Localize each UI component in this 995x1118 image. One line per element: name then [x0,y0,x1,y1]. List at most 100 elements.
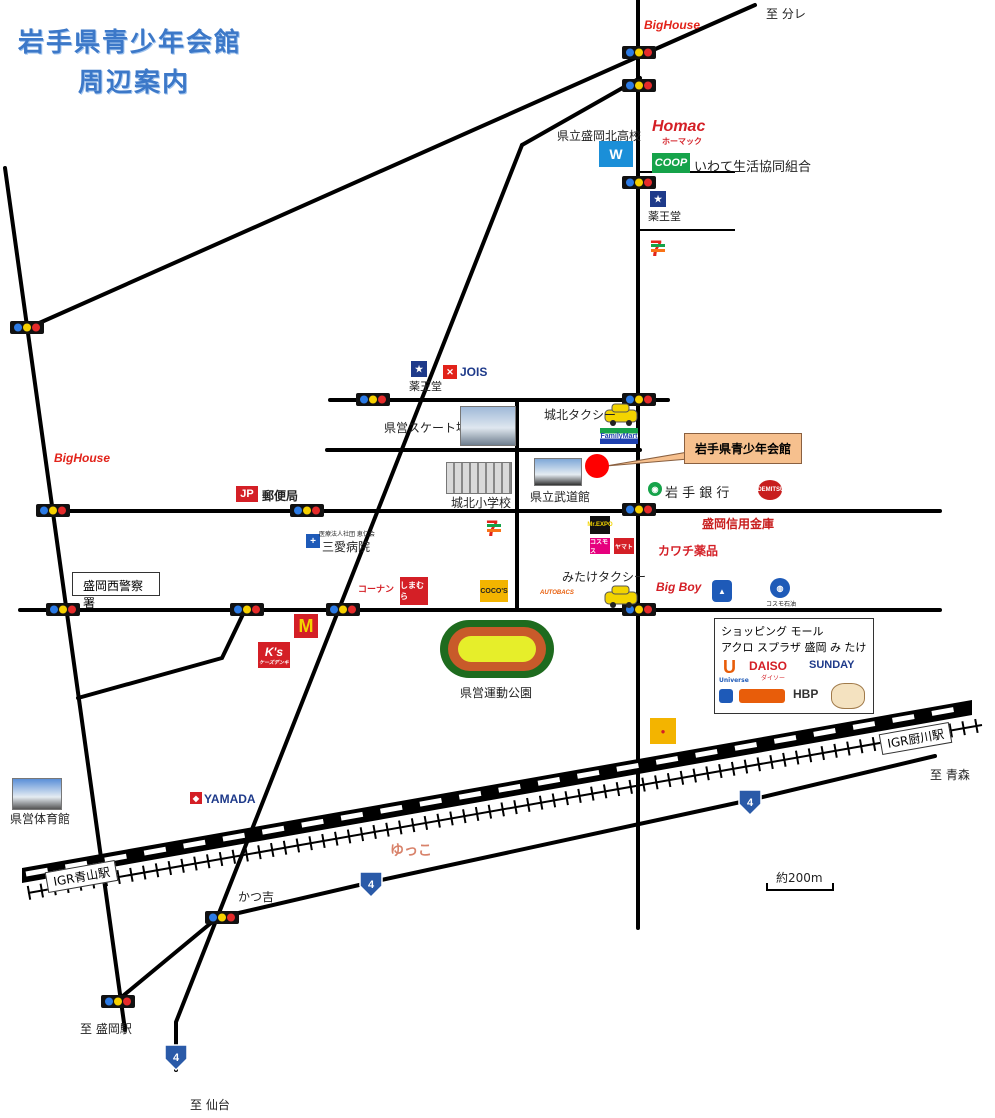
seven-eleven-icon: 7 [486,516,501,541]
traffic-light-icon [46,603,80,616]
traffic-light-icon [101,995,135,1008]
jois-logo: JOIS [460,365,488,379]
label-katsuki: かつ吉 [238,890,275,904]
scale-label: 約200m [776,871,823,885]
direction-morioka-station: 至 盛岡駅 [80,1022,132,1036]
svg-text:4: 4 [368,879,375,891]
label-sports-park: 県営運動公園 [460,686,533,700]
cosmo-oil-icon: ◍ [770,578,790,598]
gymnasium-photo [12,778,62,810]
route4-shield-icon: 4 [738,789,762,817]
daiso-sub: ダイソー [761,675,786,682]
map-title: 岩手県青少年会館 [18,28,243,58]
traffic-light-icon [622,46,656,59]
yakuodo-icon: ★ [411,361,427,377]
label-budokan: 県立武道館 [530,490,591,504]
skate-rink-photo [460,406,516,446]
label-nishi-police: 盛岡西警察署 [72,572,160,610]
ks-denki-logo: K's ケーズデンキ [258,642,290,668]
direction-sendai: 至 仙台 [190,1098,230,1112]
jois-icon: ✕ [443,365,457,379]
cocos-logo: COCO'S [480,580,508,602]
traffic-light-icon [356,393,390,406]
svg-text:7: 7 [650,236,662,261]
label-johoku-elementary: 城北小学校 [451,496,512,510]
label-shinkin-bank: 盛岡信用金庫 [702,517,775,531]
label-taxi-johoku: 城北タクシー [544,408,617,422]
svg-text:4: 4 [747,797,754,809]
route4-shield-icon: 4 [164,1044,188,1072]
label-post-office: 郵便局 [262,489,299,503]
yamada-logo: YAMADA [204,792,256,806]
traffic-light-icon [622,503,656,516]
road-katsuki-branch [116,916,219,1002]
label-yakuodo-north: 薬王堂 [648,210,681,223]
road-diagonal-upper [26,45,662,330]
igr-railway [22,700,984,900]
coop-logo: COOP [652,153,690,173]
callout-youth-center: 岩手県青少年会館 [684,433,803,464]
traffic-light-icon [326,603,360,616]
budokan-photo [534,458,582,486]
traffic-light-icon [290,504,324,517]
yamada-icon: ◆ [190,792,202,804]
road-branch-left [76,608,247,700]
ks-logo-text: K's [264,644,284,659]
taxi-icon [604,585,638,608]
map-subtitle: 周辺案内 [78,68,191,98]
traffic-light-icon [36,504,70,517]
athletic-track-icon [440,620,554,678]
mall-title: ショッピング モール [721,625,824,638]
road-diagonal-top [658,3,757,49]
sunday-logo: SUNDAY [809,659,855,671]
yukko-logo: ゆっこ [390,842,432,858]
store-pink-logo: コスモス [590,538,610,555]
yakuodo-icon: ★ [650,191,666,207]
store-blue-icon: ▲ [712,580,732,602]
route4-shield-icon: 4 [359,871,383,899]
svg-text:4: 4 [173,1052,180,1064]
scale-bar [766,883,834,891]
hospital-cross-icon: + [306,534,320,548]
seven-eleven-icon: 7 [650,236,665,261]
universe-label: Universe [719,677,749,684]
label-kawachi: カワチ薬品 [658,544,719,558]
label-coop: いわて生活協同組合 [694,160,812,175]
universe-logo: U [723,657,736,677]
store-yellow-icon: ● [650,718,676,744]
kohnan-logo: コーナン [358,584,395,594]
mall-box: ショッピング モール アクロ スプラザ 盛岡 み たけ U Universe D… [714,618,874,714]
store-bakery-icon [831,683,865,709]
iwate-bank-icon: ◉ [648,482,662,496]
svg-text:7: 7 [486,516,498,541]
mcdonalds-logo: M [294,614,318,638]
road-left-vertical [3,166,127,1032]
idemitsu-logo: IDEMITSU [756,480,784,500]
label-kita-high-school: 県立盛岡北高校 [557,129,642,143]
store-orange-icon [739,689,785,703]
mexpo-logo: Mr.EXPO [587,516,613,534]
taxi-icon [604,403,638,426]
homac-sub: ホーマック [662,137,702,146]
school-emblem-icon: W [599,141,633,167]
mall-name: アクロ スプラザ 盛岡 み たけ [721,641,867,654]
jp-post-logo: JP [236,486,258,502]
road-diagonal-center [520,76,642,147]
label-gymnasium: 県営体育館 [10,812,71,826]
school-building-icon [446,462,512,494]
cosmo-oil-label: コスモ石油 [766,601,797,608]
traffic-light-icon [10,321,44,334]
autobacs-logo: AUTOBACS [540,590,574,596]
label-skate-rink: 県営スケート場 [384,421,469,435]
road-route4-lower [215,754,937,920]
label-yakuodo-center: 薬王堂 [409,380,442,393]
destination-marker [585,454,609,478]
traffic-light-icon [205,911,239,924]
label-sanryo-hospital: 三愛病院 [322,540,371,554]
daiso-logo: DAISO [749,659,788,673]
direction-bunkyo: 至 分レ [766,7,806,21]
ks-logo-sub: ケーズデンキ [259,659,289,666]
shimamura-logo: しまむら [400,577,428,605]
bigboy-logo: Big Boy [656,580,702,594]
